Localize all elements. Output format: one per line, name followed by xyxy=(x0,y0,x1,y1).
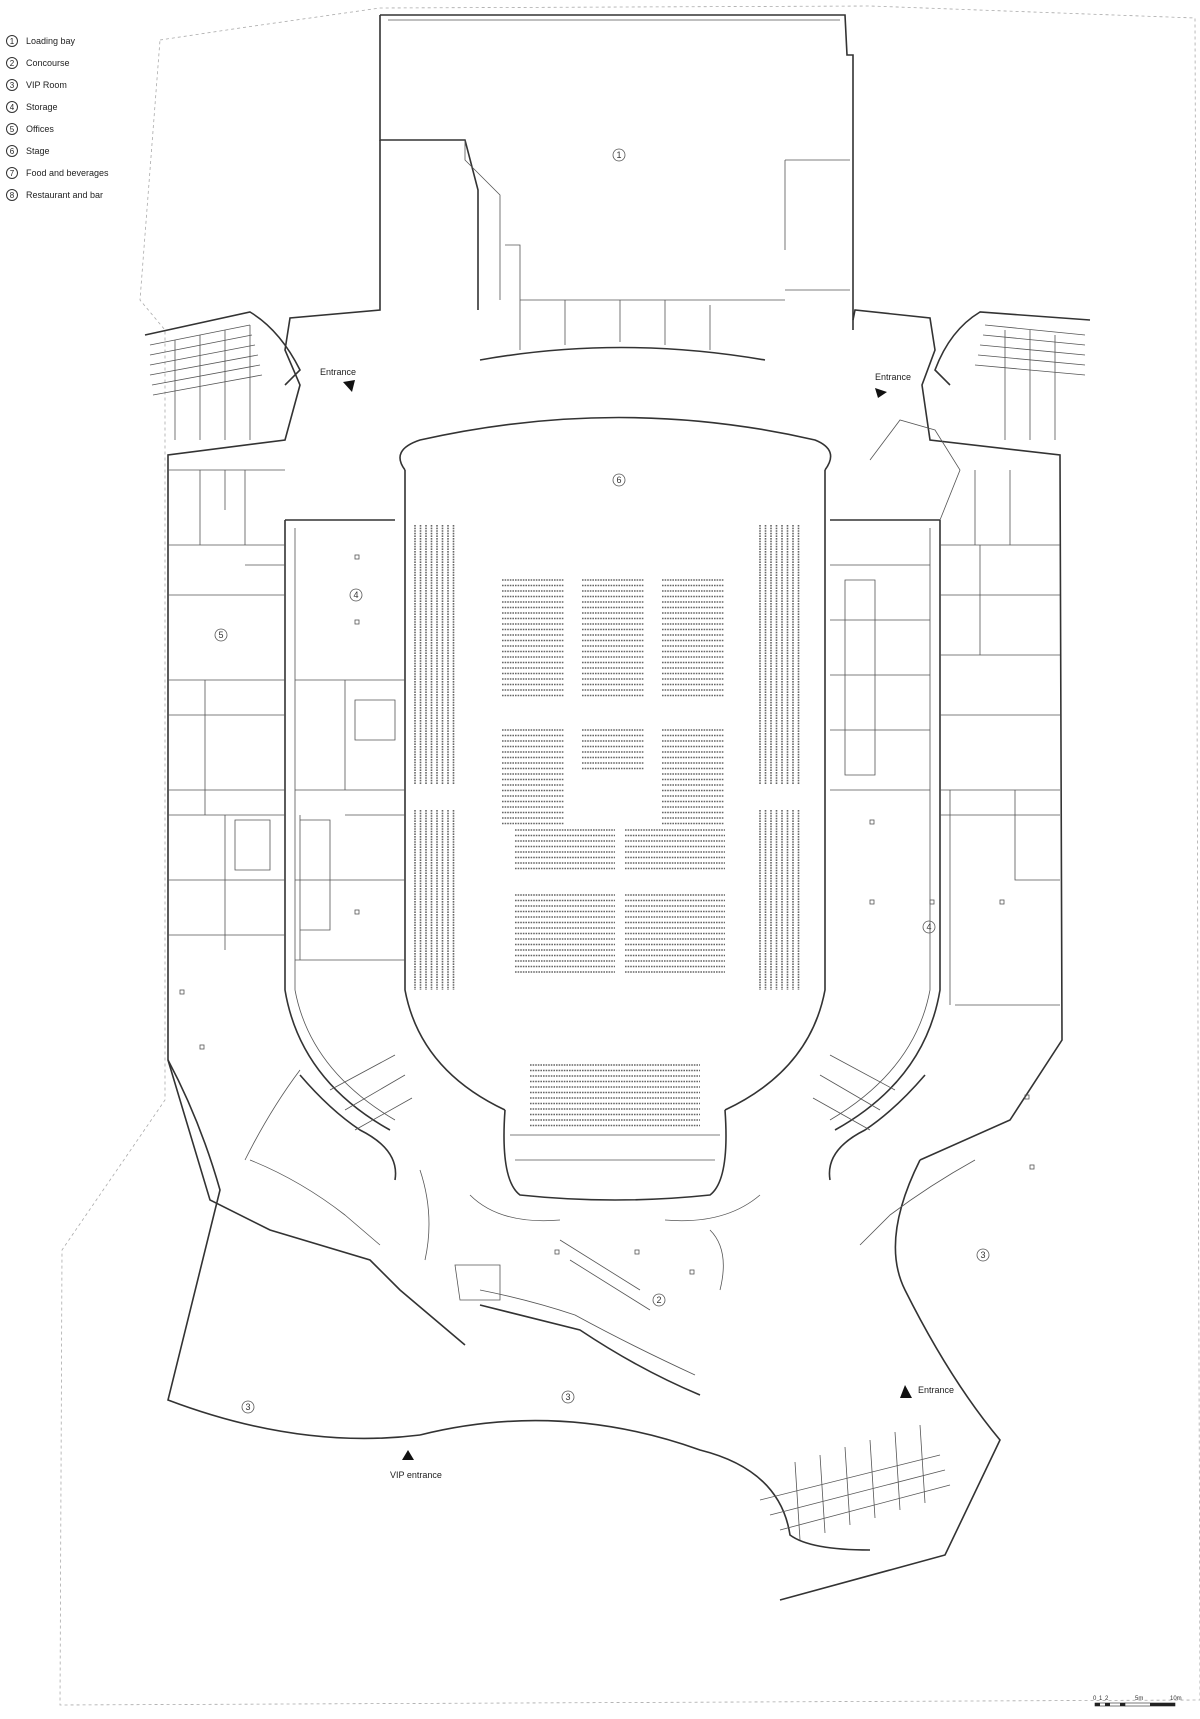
legend-item: 2 Concourse xyxy=(6,52,109,74)
legend-label: Restaurant and bar xyxy=(26,190,104,200)
legend: 1 Loading bay 2 Concourse 3 VIP Room 4 S… xyxy=(6,30,109,206)
arena-seating xyxy=(414,525,800,1127)
legend-item: 4 Storage xyxy=(6,96,109,118)
west-rooms xyxy=(168,469,405,961)
svg-text:1: 1 xyxy=(616,150,621,160)
legend-label: Food and beverages xyxy=(26,168,109,178)
legend-label: Offices xyxy=(26,124,54,134)
svg-text:5m: 5m xyxy=(1135,1696,1143,1702)
svg-text:6: 6 xyxy=(616,475,621,485)
svg-text:1: 1 xyxy=(1099,1696,1103,1702)
legend-label: Storage xyxy=(26,102,58,112)
svg-text:5: 5 xyxy=(218,630,223,640)
svg-text:3: 3 xyxy=(565,1392,570,1402)
svg-text:4: 4 xyxy=(353,590,358,600)
legend-item: 8 Restaurant and bar xyxy=(6,184,109,206)
south-corridors xyxy=(244,1054,976,1396)
room-marker-offices: 5 xyxy=(214,628,228,642)
entrance-vip: VIP entrance xyxy=(390,1450,442,1480)
entrance-arrow-icon xyxy=(343,380,355,392)
svg-text:3: 3 xyxy=(980,1250,985,1260)
entrance-arrow-icon xyxy=(402,1450,414,1460)
svg-text:3: 3 xyxy=(245,1402,250,1412)
entrance-south-east: Entrance xyxy=(900,1385,954,1398)
site-boundary xyxy=(59,5,1200,1706)
svg-text:2: 2 xyxy=(1105,1696,1109,1702)
legend-label: Stage xyxy=(26,146,50,156)
perimeter-walls xyxy=(167,140,1063,1601)
legend-label: Loading bay xyxy=(26,36,76,46)
entrance-north-west: Entrance xyxy=(320,367,356,392)
room-marker-stage: 6 xyxy=(612,473,626,487)
svg-text:Entrance: Entrance xyxy=(918,1385,954,1395)
svg-text:10m: 10m xyxy=(1170,1696,1182,1702)
room-markers: 1 6 4 5 4 2 3 3 xyxy=(214,148,990,1414)
room-marker-vip-center: 3 xyxy=(561,1390,575,1404)
legend-number: 2 xyxy=(6,57,18,69)
legend-number: 7 xyxy=(6,167,18,179)
legend-number: 3 xyxy=(6,79,18,91)
scale-bar: 0 1 2 5m 10m xyxy=(1093,1696,1182,1707)
entrance-arrow-icon xyxy=(875,388,887,398)
svg-text:2: 2 xyxy=(656,1295,661,1305)
legend-number: 8 xyxy=(6,189,18,201)
legend-label: VIP Room xyxy=(26,80,67,90)
room-marker-loading-bay: 1 xyxy=(612,148,626,162)
legend-item: 5 Offices xyxy=(6,118,109,140)
room-marker-vip-east: 3 xyxy=(976,1248,990,1262)
room-marker-storage-east: 4 xyxy=(922,920,936,934)
svg-text:Entrance: Entrance xyxy=(875,372,911,382)
legend-item: 6 Stage xyxy=(6,140,109,162)
north-stairs xyxy=(144,311,1091,440)
legend-label: Concourse xyxy=(26,58,70,68)
svg-text:4: 4 xyxy=(926,922,931,932)
legend-number: 4 xyxy=(6,101,18,113)
room-marker-concourse: 2 xyxy=(652,1293,666,1307)
legend-number: 6 xyxy=(6,145,18,157)
room-marker-vip-west: 3 xyxy=(241,1400,255,1414)
svg-text:Entrance: Entrance xyxy=(320,367,356,377)
legend-item: 1 Loading bay xyxy=(6,30,109,52)
room-marker-storage-west: 4 xyxy=(349,588,363,602)
arena-bowl xyxy=(284,416,941,1201)
entrance-north-east: Entrance xyxy=(875,372,911,398)
svg-text:VIP entrance: VIP entrance xyxy=(390,1470,442,1480)
legend-number: 5 xyxy=(6,123,18,135)
legend-item: 3 VIP Room xyxy=(6,74,109,96)
loading-bay-structure xyxy=(379,14,854,361)
east-rooms xyxy=(830,419,1060,1006)
legend-number: 1 xyxy=(6,35,18,47)
legend-item: 7 Food and beverages xyxy=(6,162,109,184)
column-marks xyxy=(179,554,1035,1275)
svg-text:0: 0 xyxy=(1093,1696,1097,1702)
entrance-arrow-icon xyxy=(900,1385,912,1398)
